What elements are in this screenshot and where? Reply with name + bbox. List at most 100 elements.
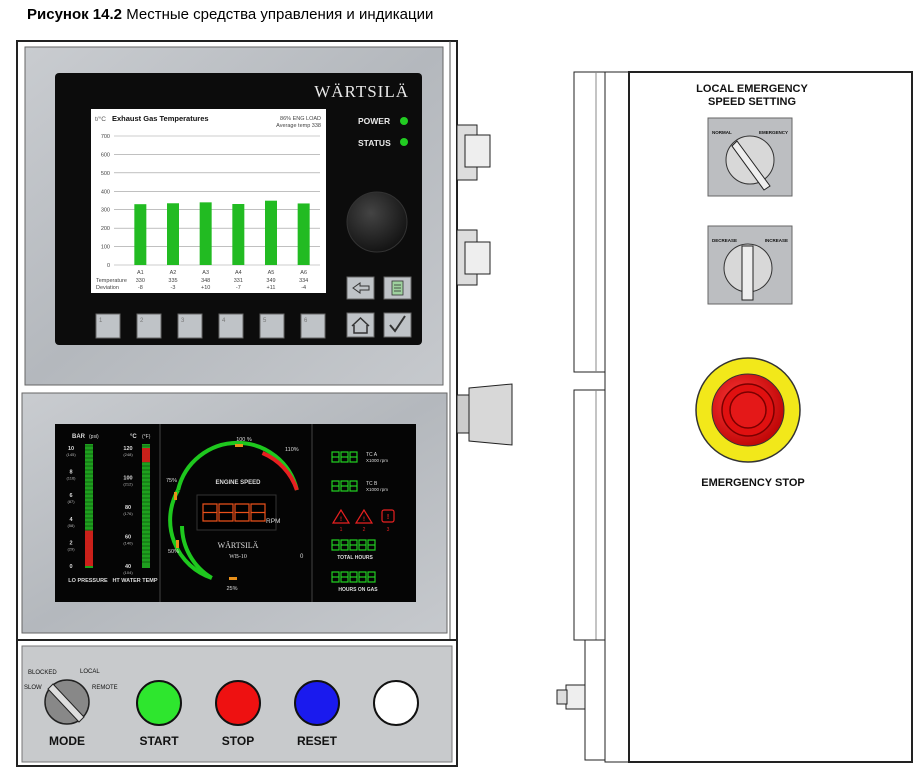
dial-label-100: 100 % [236,437,252,443]
softkey-label: 6 [304,318,308,324]
chart-bar [297,203,310,265]
back-arrow-icon [352,282,370,294]
stop-button[interactable] [215,680,261,726]
seven-segment-digit [340,571,349,583]
ht-water-bar [142,444,150,568]
cable-gland [556,684,586,710]
softkey-label: 3 [181,318,185,324]
power-led [400,117,408,125]
screen-avg-text: Average temp 338 [276,123,321,129]
navigation-knob[interactable] [346,191,408,253]
softkey-6[interactable]: 6 [300,313,326,339]
chart-y-tick-label: 100 [101,245,110,251]
ht-header-unit: (°F) [142,434,151,440]
chart-deviation-labels: -8-3+10-7+11-4 [138,285,306,291]
chart-x-tick-label: A2 [170,270,177,276]
gauge-sub-label: (248) [123,452,133,457]
dial-label-110: 110% [285,447,299,453]
chart-deviation-label: -3 [171,285,176,291]
speed-adjust-switch[interactable] [723,243,773,301]
document-button[interactable] [383,276,412,300]
ht-header: °C [130,434,137,440]
chart-deviation-label: +10 [201,285,210,291]
seven-segment-digit [349,451,358,463]
chart-temperature-label: 334 [299,278,308,284]
gauge-sub-label: (29) [67,546,75,551]
softkey-label: 5 [263,318,267,324]
chart-y-tick-label: 500 [101,171,110,177]
emergency-stop-button[interactable] [695,357,801,463]
chart-x-tick-label: A5 [268,270,275,276]
gauge-tick-label: 120 [123,446,132,452]
softkey-4[interactable]: 4 [218,313,244,339]
chart-temperature-label: 348 [201,278,210,284]
seven-segment-digit [331,451,340,463]
lo-pressure-scale: 10(145)8(116)6(87)4(58)2(29)0 [66,446,76,570]
tc-b-display [331,480,358,492]
softkey-body [300,313,326,339]
seven-segment-digit [340,539,349,551]
checkmark-icon [389,315,406,333]
chart-y-tick-label: 700 [101,134,110,140]
gauge-tick-label: 60 [125,535,131,541]
lo-header: BAR [72,434,86,440]
reset-label: RESET [297,734,338,748]
softkey-label: 4 [222,318,226,324]
gauge-tick-label: 10 [68,446,74,452]
softkey-2[interactable]: 2 [136,313,162,339]
status-label: STATUS [358,138,391,148]
svg-text:!: ! [387,514,389,521]
marker-50 [176,540,179,548]
back-button[interactable] [346,276,375,300]
confirm-button[interactable] [383,312,412,338]
seven-segment-digit [331,480,340,492]
document-icon [391,280,404,296]
cabinet-hinge-lower [456,229,491,286]
white-indicator-button[interactable] [373,680,419,726]
seven-segment-digit [340,480,349,492]
seven-segment-digit [331,539,340,551]
cabinet-door-latch[interactable] [456,383,513,446]
seven-segment-digit [349,571,358,583]
emergency-title-line2: SPEED SETTING [708,96,796,108]
softkey-5[interactable]: 5 [259,313,285,339]
gauge-tick-label: 40 [125,564,131,570]
home-button[interactable] [346,312,375,338]
softkey-body [95,313,121,339]
gauge-sub-label: (145) [66,452,76,457]
softkey-3[interactable]: 3 [177,313,203,339]
seven-segment-digit [340,451,349,463]
softkey-body [177,313,203,339]
chart-deviation-label: -8 [138,285,143,291]
gauge-alarm-zone [85,530,93,566]
start-button[interactable] [136,680,182,726]
figure-caption: Рисунок 14.2 Местные средства управления… [27,6,433,23]
ht-water-scale: 120(248)100(212)80(176)60(140)40(104) [123,446,133,575]
warning-number-2: 2 [363,527,366,533]
seven-segment-digit [250,503,266,522]
gauge-tick-label: 80 [125,505,131,511]
gauge-sub-label: (116) [66,476,76,481]
start-label: START [139,734,179,748]
seven-segment-digit [358,539,367,551]
chart-bar [134,204,147,265]
warning-icon-2: ! [354,508,374,524]
seven-segment-digit [349,539,358,551]
seven-segment-digit [349,480,358,492]
total-hours-label: TOTAL HOURS [337,555,373,561]
chart-grid [114,135,320,266]
softkey-1[interactable]: 1 [95,313,121,339]
brand-logo: WÄRTSILÄ [314,82,409,101]
chart-y-tick-label: 300 [101,208,110,214]
tc-b-label: TC B [366,481,378,487]
gauge-alarm-zone [142,448,150,463]
speed-mode-switch[interactable] [725,135,775,191]
mode-selector-switch[interactable] [44,679,90,725]
marker-100 [235,444,243,447]
overspeed-arc [261,451,299,491]
reset-button[interactable] [294,680,340,726]
softkey-body [259,313,285,339]
sw2-left-label: DECREASE [712,238,737,243]
